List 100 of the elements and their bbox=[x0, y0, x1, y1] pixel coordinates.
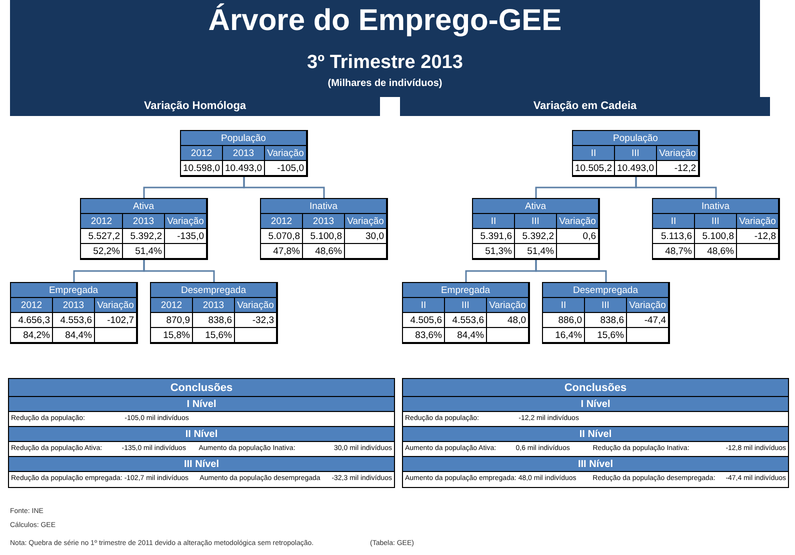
column-header: 2012 bbox=[261, 214, 303, 229]
table-cell: 870,9 bbox=[151, 313, 193, 328]
table-title: População bbox=[181, 131, 307, 146]
column-header: II bbox=[403, 298, 445, 313]
table-cell: 48,0 bbox=[487, 313, 529, 328]
table-cell: 16,4% bbox=[543, 328, 585, 343]
section-header: Variação em Cadeia bbox=[400, 97, 770, 116]
table-cell: 886,0 bbox=[543, 313, 585, 328]
table-cell: 10.493,0 bbox=[223, 161, 265, 176]
table-cell: 84,2% bbox=[11, 328, 53, 343]
table-cell: -47,4 bbox=[627, 313, 669, 328]
column-header: II bbox=[543, 298, 585, 313]
table-cell: 5.113,6 bbox=[653, 229, 695, 244]
column-header: III bbox=[445, 298, 487, 313]
column-header: II bbox=[573, 146, 615, 161]
level-header: II Nível bbox=[403, 427, 788, 441]
table-title: Desempregada bbox=[151, 283, 277, 298]
table-title: Inativa bbox=[261, 199, 387, 214]
column-header: Variação bbox=[235, 298, 277, 313]
level-header: III Nível bbox=[9, 457, 394, 471]
column-header: III bbox=[585, 298, 627, 313]
subtitle: 3º Trimestre 2013 bbox=[306, 52, 464, 74]
table-cell: 10.505,2 bbox=[573, 161, 615, 176]
table-cell: 4.553,6 bbox=[53, 313, 95, 328]
column-header: 2012 bbox=[11, 298, 53, 313]
column-header: Variação bbox=[627, 298, 669, 313]
table-cell: 48,7% bbox=[653, 244, 695, 259]
level-header: II Nível bbox=[9, 427, 394, 441]
table-cell: 5.392,2 bbox=[123, 229, 165, 244]
table-cell: 47,8% bbox=[261, 244, 303, 259]
level-header: I Nível bbox=[9, 397, 394, 411]
table-cell: -135,0 bbox=[165, 229, 207, 244]
column-header: II bbox=[473, 214, 515, 229]
table-cell: 838,6 bbox=[585, 313, 627, 328]
table-cell: 51,4% bbox=[515, 244, 557, 259]
column-header: Variação bbox=[345, 214, 387, 229]
column-header: Variação bbox=[487, 298, 529, 313]
column-header: II bbox=[653, 214, 695, 229]
column-header: 2012 bbox=[181, 146, 223, 161]
table-cell: 48,6% bbox=[303, 244, 345, 259]
connector-line bbox=[535, 260, 607, 282]
column-header: III bbox=[615, 146, 657, 161]
column-header: 2013 bbox=[303, 214, 345, 229]
table-cell: 4.553,6 bbox=[445, 313, 487, 328]
table-cell: 15,8% bbox=[151, 328, 193, 343]
table-cell: 5.070,8 bbox=[261, 229, 303, 244]
table-title: Ativa bbox=[473, 199, 599, 214]
table-cell: 0,6 bbox=[557, 229, 599, 244]
column-header: 2012 bbox=[81, 214, 123, 229]
table-cell: 30,0 bbox=[345, 229, 387, 244]
column-header: Variação bbox=[95, 298, 137, 313]
table-title: Inativa bbox=[653, 199, 779, 214]
table-cell: -32,3 bbox=[235, 313, 277, 328]
table-cell: 15,6% bbox=[193, 328, 235, 343]
column-header: 2013 bbox=[223, 146, 265, 161]
connector-line bbox=[243, 177, 325, 198]
connector-line bbox=[143, 260, 215, 282]
column-header: Variação bbox=[657, 146, 699, 161]
table-title: Ativa bbox=[81, 199, 207, 214]
table-cell: 83,6% bbox=[403, 328, 445, 343]
table-cell: 10.598,0 bbox=[181, 161, 223, 176]
table-cell: 51,3% bbox=[473, 244, 515, 259]
table-cell: -12,8 bbox=[737, 229, 779, 244]
table-title: Conclusões bbox=[403, 379, 788, 396]
column-header: III bbox=[695, 214, 737, 229]
table-title: Empregada bbox=[403, 283, 529, 298]
column-header: 2013 bbox=[193, 298, 235, 313]
column-header: 2013 bbox=[53, 298, 95, 313]
table-cell: 5.527,2 bbox=[81, 229, 123, 244]
unit-note: (Milhares de indivíduos) bbox=[326, 78, 444, 89]
section-header: Variação Homóloga bbox=[10, 97, 380, 116]
level-header: III Nível bbox=[403, 457, 788, 471]
table-cell: 5.100,8 bbox=[695, 229, 737, 244]
node-label: Variação em Cadeia bbox=[533, 100, 637, 112]
column-header: Variação bbox=[557, 214, 599, 229]
column-header: Variação bbox=[265, 146, 307, 161]
table-cell: 5.100,8 bbox=[303, 229, 345, 244]
table-cell: 5.391,6 bbox=[473, 229, 515, 244]
node-label: Variação Homóloga bbox=[144, 100, 246, 112]
table-cell: -102,7 bbox=[95, 313, 137, 328]
connector-line bbox=[635, 177, 717, 198]
column-header: Variação bbox=[165, 214, 207, 229]
table-cell: 10.493,0 bbox=[615, 161, 657, 176]
table-cell: 84,4% bbox=[445, 328, 487, 343]
column-header: 2012 bbox=[151, 298, 193, 313]
table-cell: 15,6% bbox=[585, 328, 627, 343]
table-cell: -105,0 bbox=[265, 161, 307, 176]
title: Árvore do Emprego-GEE bbox=[207, 4, 563, 38]
table-cell: 838,6 bbox=[193, 313, 235, 328]
table-cell: 48,6% bbox=[695, 244, 737, 259]
table-cell: 5.392,2 bbox=[515, 229, 557, 244]
table-title: Desempregada bbox=[543, 283, 669, 298]
table-title: Conclusões bbox=[9, 379, 394, 396]
column-header: Variação bbox=[737, 214, 779, 229]
table-cell: 4.656,3 bbox=[11, 313, 53, 328]
table-cell: 51,4% bbox=[123, 244, 165, 259]
table-title: Empregada bbox=[11, 283, 137, 298]
column-header: 2013 bbox=[123, 214, 165, 229]
table-cell: 84,4% bbox=[53, 328, 95, 343]
table-cell: 4.505,6 bbox=[403, 313, 445, 328]
